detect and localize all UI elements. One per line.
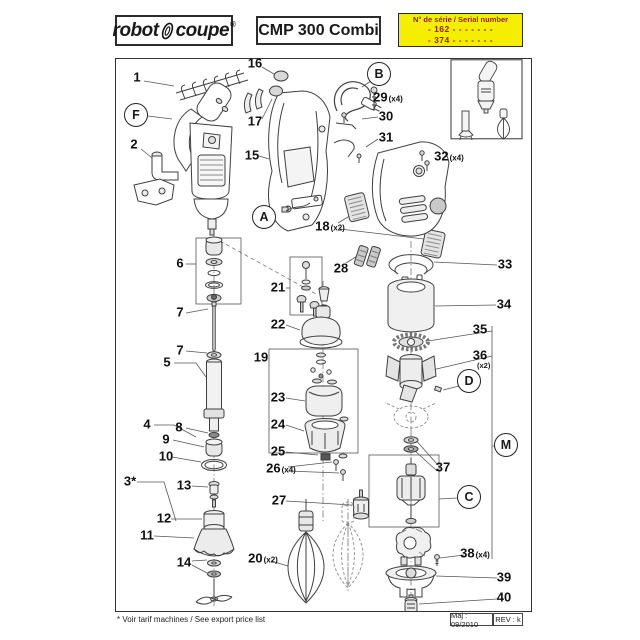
brand-logo: robot coupe ®: [113, 20, 236, 42]
part-motor-unit: [173, 82, 233, 236]
part-coupler-40: [404, 594, 418, 614]
registered-mark: ®: [230, 20, 236, 29]
revision-box: REV : k: [493, 613, 523, 626]
model-title: CMP 300 Combi: [258, 21, 379, 39]
serial-number-box: N° de série / Serial number - 162 - - - …: [398, 13, 523, 47]
date-box: Maj : 09/2010: [450, 611, 493, 629]
part-housing-left-half: [268, 90, 331, 232]
part-gear-cover-39: [385, 565, 437, 598]
part-microswitch-assembly: [281, 194, 323, 213]
part-screw-d: [433, 385, 443, 393]
part-brush-clip: [353, 245, 381, 268]
part-switch-screws-30: [335, 112, 357, 130]
part-bell-assembly: [193, 481, 235, 605]
serial-heading: N° de série / Serial number: [412, 14, 509, 24]
part-handle-assembly: [133, 151, 179, 206]
part-screw-29: [370, 86, 378, 111]
part-housing-right-half: [371, 141, 450, 237]
part-screws-32: [419, 150, 430, 171]
part-gearbox-stack: [296, 261, 369, 520]
part-motor-stack: [385, 254, 437, 403]
part-vent-grille-2: [420, 229, 446, 259]
part-rotor-assembly: [396, 436, 426, 525]
logo-text-right: coupe: [175, 19, 230, 41]
logo-text-left: robot: [112, 19, 160, 41]
part-screw-38: [434, 554, 440, 566]
serial-line-2: - 374 - - - - - - -: [427, 34, 494, 45]
diagram-frame: [115, 58, 532, 614]
part-lever-31: [333, 139, 362, 163]
part-buttons: [243, 70, 289, 114]
part-fan-ghost: [385, 402, 437, 435]
inset-overview-box: [450, 59, 523, 141]
part-stator: [395, 527, 432, 566]
part-whisk-ghost: [332, 501, 364, 589]
serial-line-1: - 162 - - - - - - -: [427, 24, 494, 35]
logo-swirl-icon: [161, 22, 173, 39]
part-whisk: [287, 499, 325, 604]
footer-note: * Voir tarif machines / See export price…: [117, 615, 266, 624]
leader-lines: [137, 66, 498, 605]
part-vent-grille-1: [344, 192, 370, 223]
assembly-axis-diagonal: [219, 240, 317, 295]
brand-logo-box: robot coupe ®: [113, 15, 236, 46]
part-column-drive-shaft: [201, 236, 227, 471]
model-title-box: CMP 300 Combi: [256, 16, 381, 45]
exploded-parts-drawing: [133, 59, 523, 614]
